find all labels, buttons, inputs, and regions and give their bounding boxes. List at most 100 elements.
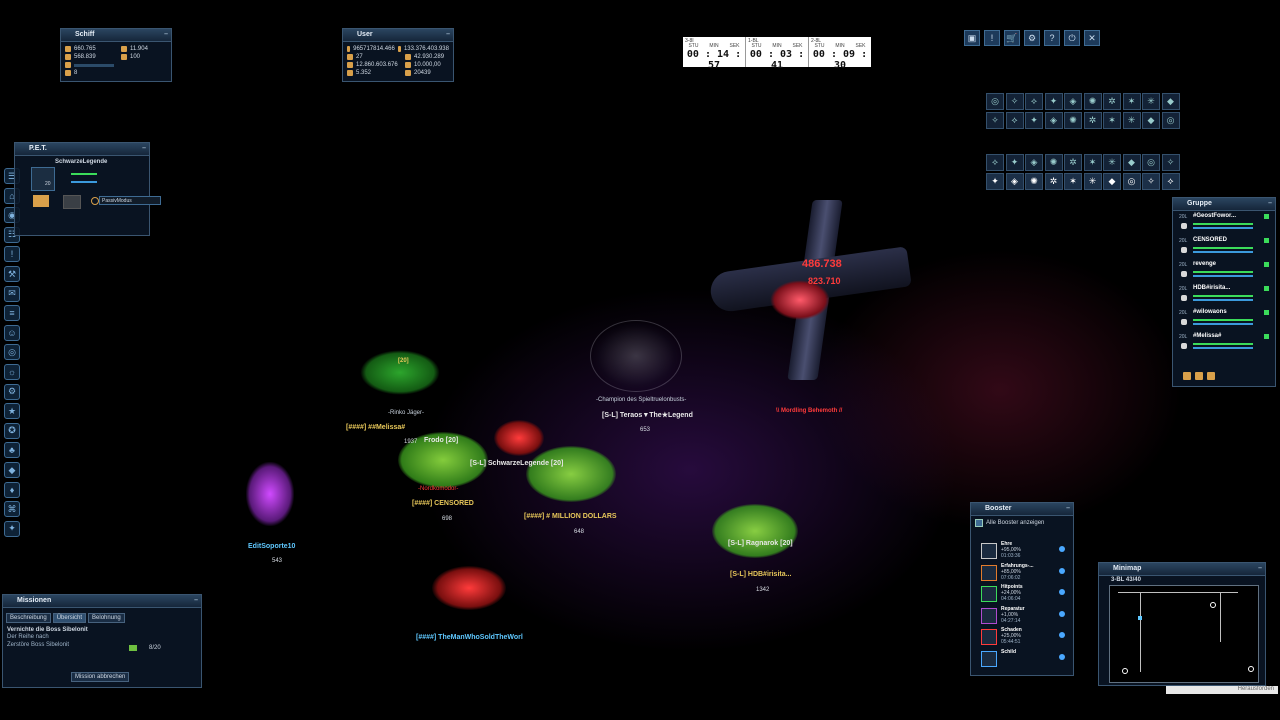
action-slot-2-8-icon[interactable]: ✳ [1122,112,1141,129]
minimize-icon[interactable]: – [1066,505,1070,512]
log-icon[interactable]: ! [4,246,20,263]
pet-icon[interactable]: ☺ [4,324,20,341]
help-icon[interactable]: ? [1044,30,1060,46]
group-member[interactable]: 20L#GeostFowor... [1179,212,1271,234]
action-slot-4-7-icon[interactable]: ◆ [1103,173,1121,190]
minimize-icon[interactable]: – [446,31,450,38]
pet-mode-select[interactable]: PassivModus [99,196,161,205]
action-slot-2-1-icon[interactable]: ✧ [986,112,1004,129]
booster-info-icon[interactable] [1059,610,1065,617]
booster-item[interactable]: Schaden+25,00%05:44:51 [981,627,1067,647]
tab-description[interactable]: Beschreibung [6,613,51,623]
minimize-icon[interactable]: – [1268,200,1272,207]
action-slot-4-9-icon[interactable]: ✧ [1142,173,1160,190]
galaxy-gates-icon[interactable]: ◎ [4,344,20,361]
action-slot-1-9-icon[interactable]: ✳ [1142,93,1160,110]
action-slot-2-5-icon[interactable]: ✺ [1064,112,1082,129]
action-slot-1-3-icon[interactable]: ⟡ [1025,93,1043,110]
premium-icon[interactable]: ♦ [4,481,20,498]
action-slot-1-5-icon[interactable]: ◈ [1064,93,1082,110]
pet-play-button[interactable] [33,195,49,207]
player-ship[interactable] [398,432,488,488]
action-slot-4-2-icon[interactable]: ◈ [1005,173,1024,190]
shop-icon[interactable]: ☼ [4,364,20,380]
action-slot-3-5-icon[interactable]: ✲ [1064,154,1082,171]
action-slot-1-8-icon[interactable]: ✶ [1122,93,1141,110]
booster-item[interactable]: Ehre+95,00%01:03:36 [981,541,1067,561]
shop-cart-icon[interactable]: 🛒 [1004,30,1020,46]
action-slot-1-10-icon[interactable]: ◆ [1161,93,1180,110]
action-slot-1-7-icon[interactable]: ✲ [1103,93,1121,110]
action-slot-2-3-icon[interactable]: ✦ [1025,112,1043,129]
action-slot-4-4-icon[interactable]: ✲ [1044,173,1063,190]
minimize-icon[interactable]: – [194,597,198,604]
power-icon[interactable]: ⏻ [1064,30,1080,46]
tab-reward[interactable]: Belohnung [88,613,125,623]
chat-icon[interactable]: ✉ [4,285,20,302]
action-slot-4-1-icon[interactable]: ✦ [986,173,1004,190]
cancel-mission-button[interactable]: Mission abbrechen [71,672,130,682]
action-slot-2-9-icon[interactable]: ◆ [1142,112,1160,129]
group-leave-icon[interactable] [1195,372,1203,380]
fullscreen-icon[interactable]: ✕ [1084,30,1100,46]
booster-info-icon[interactable] [1059,546,1065,552]
boss-ship[interactable] [690,200,920,390]
action-slot-2-10-icon[interactable]: ◎ [1161,112,1180,129]
action-slot-3-3-icon[interactable]: ◈ [1025,154,1043,171]
action-slot-4-10-icon[interactable]: ⟡ [1161,173,1180,190]
mail-icon[interactable]: ◆ [4,462,20,478]
action-slot-3-4-icon[interactable]: ✺ [1044,154,1063,171]
minimap-footer[interactable]: Herausforden [1166,686,1278,694]
group-settings-icon[interactable] [1207,372,1215,380]
booster-item[interactable]: Reparatur+1,00%04:27:14 [981,606,1067,626]
refinement-icon[interactable]: ⚒ [4,266,20,282]
group-member[interactable]: 20L#wilowaons [1179,308,1271,330]
booster-info-icon[interactable] [1059,653,1065,660]
action-slot-3-9-icon[interactable]: ◎ [1142,154,1160,171]
action-slot-4-8-icon[interactable]: ◎ [1122,173,1141,190]
minimize-icon[interactable]: – [164,31,168,38]
action-slot-4-3-icon[interactable]: ✺ [1025,173,1043,190]
action-slot-2-7-icon[interactable]: ✶ [1103,112,1121,129]
action-slot-2-2-icon[interactable]: ⟡ [1005,112,1024,129]
events-icon[interactable]: ✦ [4,520,20,537]
group-invite-icon[interactable] [1183,372,1191,380]
player-ship[interactable] [360,350,440,395]
booster-item[interactable]: Erfahrungs-...+85,00%07:06:02 [981,563,1067,583]
enemy-ship[interactable] [494,420,544,456]
pet-repair-button[interactable] [63,195,81,209]
action-slot-3-8-icon[interactable]: ◆ [1122,154,1141,171]
skills-icon[interactable]: ⌘ [4,501,20,518]
player-ship[interactable] [526,446,616,502]
player-ship[interactable] [246,462,294,526]
show-all-boosters-checkbox[interactable] [975,519,983,527]
minimize-icon[interactable]: – [1258,565,1262,572]
player-ship[interactable] [712,504,798,558]
action-slot-3-2-icon[interactable]: ✦ [1005,154,1024,171]
group-member[interactable]: 20L#Melissa# [1179,332,1271,354]
booster-item[interactable]: Schild [981,649,1067,669]
minimize-icon[interactable]: – [142,145,146,152]
action-slot-3-1-icon[interactable]: ⟡ [986,154,1004,171]
action-slot-2-6-icon[interactable]: ✲ [1083,112,1102,129]
action-slot-1-2-icon[interactable]: ✧ [1005,93,1024,110]
tab-overview[interactable]: Übersicht [52,613,87,623]
action-slot-4-5-icon[interactable]: ✶ [1064,173,1082,190]
window-menu-icon[interactable]: ▣ [964,30,980,46]
booster-info-icon[interactable] [1059,567,1065,574]
map-icon[interactable]: ≡ [4,305,20,322]
action-slot-1-4-icon[interactable]: ✦ [1044,93,1063,110]
settings-icon[interactable]: ⚙ [4,383,20,400]
enemy-ship[interactable] [432,566,506,610]
action-slot-4-6-icon[interactable]: ✳ [1083,173,1102,190]
action-slot-3-7-icon[interactable]: ✳ [1103,154,1121,171]
action-slot-1-6-icon[interactable]: ✺ [1083,93,1102,110]
settings-gear-icon[interactable]: ⚙ [1024,30,1040,46]
action-slot-3-10-icon[interactable]: ✧ [1161,154,1180,171]
achievements-icon[interactable]: ★ [4,403,20,420]
clan-icon[interactable]: ✪ [4,422,20,439]
action-slot-3-6-icon[interactable]: ✶ [1083,154,1102,171]
player-ship[interactable] [590,320,682,392]
